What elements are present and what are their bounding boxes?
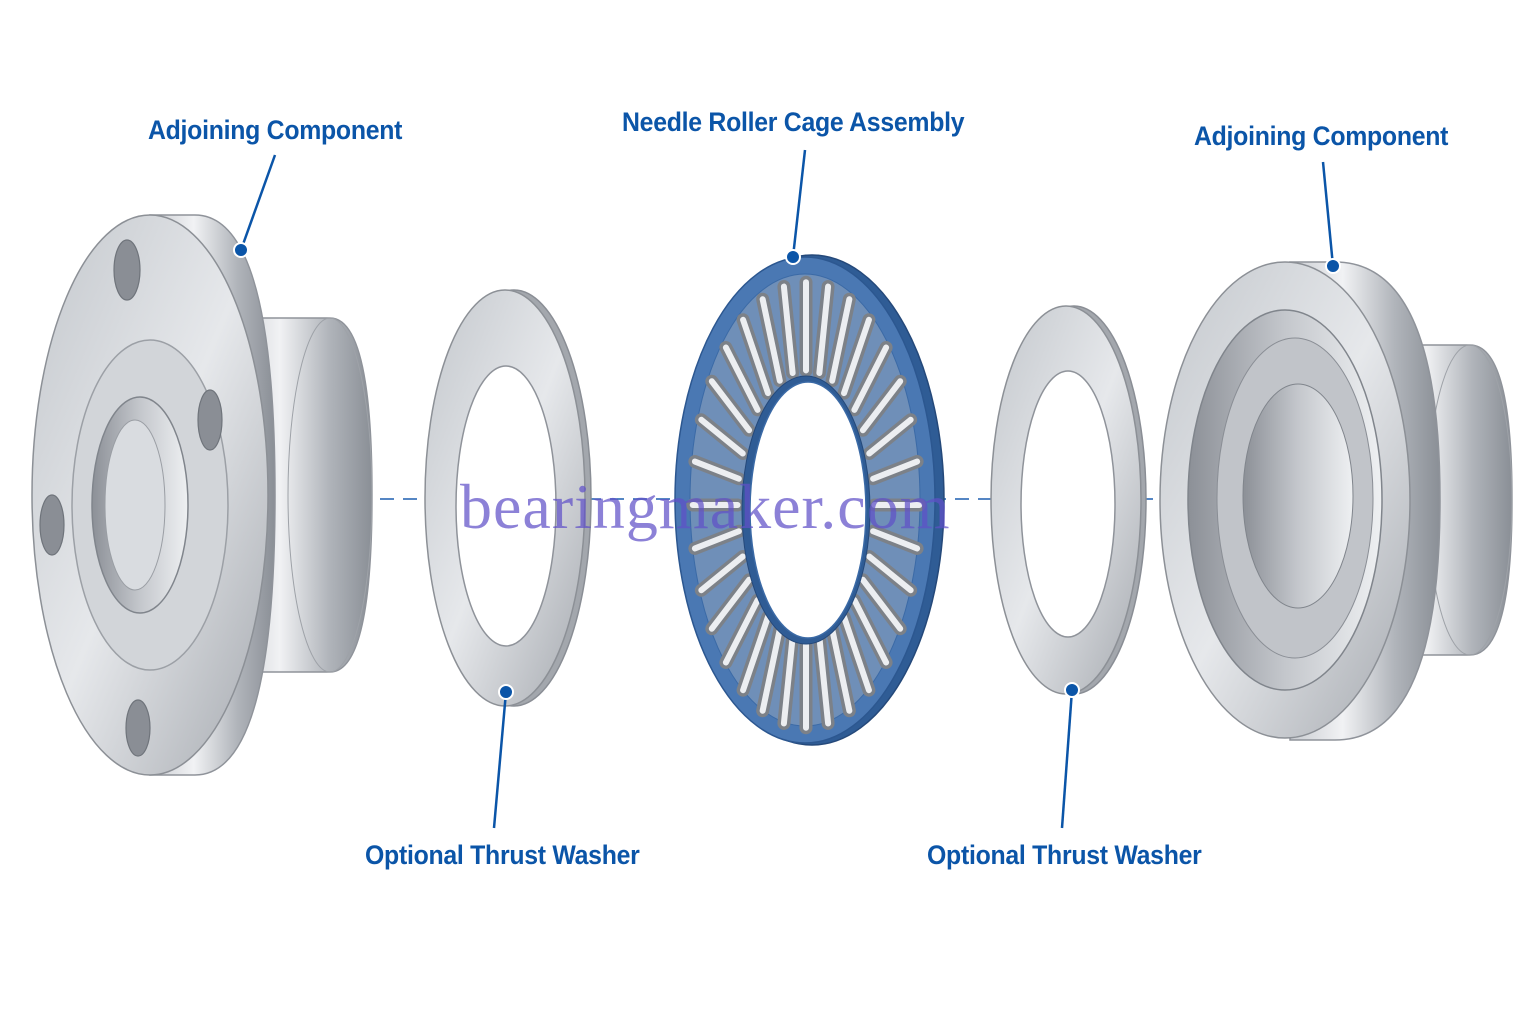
label-left-adjoining-component: Adjoining Component bbox=[148, 115, 403, 145]
needle-roller-highlight bbox=[722, 597, 761, 666]
needle-roller-highlight bbox=[708, 576, 753, 632]
left-thrust-washer bbox=[424, 289, 592, 707]
needle-roller-highlight bbox=[759, 296, 783, 384]
leader-lines bbox=[239, 149, 1335, 829]
right-adjoining-component bbox=[1159, 261, 1513, 741]
needle-roller-highlight bbox=[866, 553, 914, 594]
needle-roller-highlight bbox=[851, 597, 890, 666]
needle-roller-highlight bbox=[722, 344, 761, 413]
needle-roller-highlight bbox=[859, 378, 904, 434]
label-left-optional-thrust-washer: Optional Thrust Washer bbox=[365, 840, 640, 870]
needle-roller-highlight bbox=[866, 416, 914, 457]
needle-roller-highlight bbox=[816, 283, 832, 377]
bolt-hole bbox=[197, 389, 223, 451]
anchor-dot bbox=[1064, 682, 1080, 698]
needle-roller-highlight bbox=[691, 458, 742, 482]
needle-roller-highlight bbox=[841, 316, 872, 397]
label-needle-roller-cage-assembly: Needle Roller Cage Assembly bbox=[622, 107, 965, 137]
needle-roller-highlight bbox=[698, 553, 746, 594]
needle-roller-highlight bbox=[698, 416, 746, 457]
needle-roller-highlight bbox=[759, 626, 783, 714]
needle-roller-highlight bbox=[870, 458, 921, 482]
needle-roller-highlight bbox=[841, 613, 872, 694]
watermark-text: bearingmaker.com bbox=[460, 471, 951, 542]
needle-roller-highlight bbox=[780, 633, 796, 727]
bolt-hole bbox=[39, 494, 65, 556]
label-right-optional-thrust-washer: Optional Thrust Washer bbox=[927, 840, 1202, 870]
needle-roller-highlight bbox=[816, 633, 832, 727]
right-thrust-washer bbox=[990, 305, 1147, 695]
label-right-adjoining-component: Adjoining Component bbox=[1194, 121, 1449, 151]
anchor-dot bbox=[498, 684, 514, 700]
anchor-dot bbox=[1325, 258, 1341, 274]
bolt-hole bbox=[125, 699, 151, 757]
needle-roller-highlight bbox=[740, 613, 771, 694]
needle-rollers bbox=[686, 275, 926, 735]
needle-roller-highlight bbox=[691, 528, 742, 552]
leader-dots bbox=[233, 242, 1341, 700]
needle-roller-highlight bbox=[859, 576, 904, 632]
needle-roller-cage-assembly bbox=[674, 254, 945, 746]
bolt-hole bbox=[113, 239, 141, 301]
needle-roller-highlight bbox=[708, 378, 753, 434]
needle-roller-highlight bbox=[829, 626, 853, 714]
needle-roller-highlight bbox=[780, 283, 796, 377]
needle-roller-highlight bbox=[870, 528, 921, 552]
needle-roller-highlight bbox=[851, 344, 890, 413]
needle-roller-highlight bbox=[740, 316, 771, 397]
needle-roller-highlight bbox=[829, 296, 853, 384]
anchor-dot bbox=[785, 249, 801, 265]
anchor-dot bbox=[233, 242, 249, 258]
left-adjoining-component bbox=[31, 214, 373, 776]
